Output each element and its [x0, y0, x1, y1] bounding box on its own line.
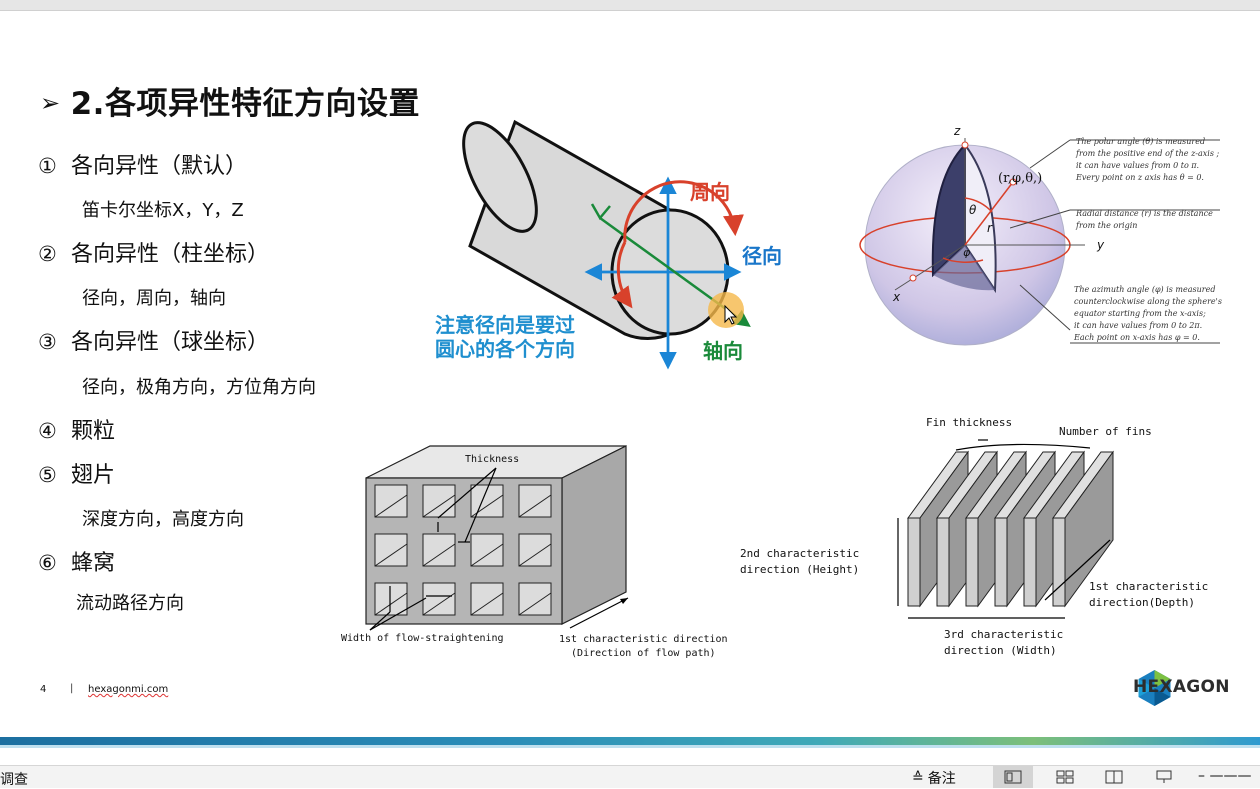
- list-item-fin-sub: 深度方向，高度方向: [82, 509, 244, 530]
- cylinder-label-circumferential: 周向: [690, 180, 730, 204]
- slide-title-text: 2.各项异性特征方向设置: [70, 86, 420, 122]
- list-item-spherical: ③ 各向异性（球坐标）: [38, 330, 270, 355]
- reading-view-button[interactable]: [1094, 766, 1134, 788]
- slideshow-button[interactable]: [1144, 766, 1184, 788]
- sphere-y-label: y: [1097, 238, 1105, 252]
- slideshow-icon: [1156, 770, 1172, 783]
- hexagon-logo-text: HEXAGON: [1133, 677, 1230, 697]
- list-item-fin: ⑤ 翅片: [38, 463, 116, 488]
- list-item-particle: ④ 颗粒: [38, 419, 116, 444]
- slide-title: ➢ 2.各项异性特征方向设置: [40, 78, 420, 123]
- cylinder-note: 注意径向是要过 圆心的各个方向: [435, 313, 575, 361]
- list-item-cylindrical-sub: 径向，周向，轴向: [82, 288, 226, 309]
- fins-diagram: [897, 439, 1114, 619]
- normal-view-icon: [1004, 770, 1022, 784]
- zoom-slider[interactable]: – ———: [1198, 768, 1252, 784]
- honeycomb-diagram: [365, 445, 629, 631]
- list-item-cylindrical: ② 各向异性（柱坐标）: [38, 242, 270, 267]
- list-item-default-sub: 笛卡尔坐标X，Y，Z: [82, 200, 244, 221]
- slide-sorter-button[interactable]: [1045, 766, 1085, 788]
- footer-light-bar: [0, 745, 1260, 748]
- sphere-point-label: (r,φ,θ,): [998, 171, 1043, 186]
- footer-url-link[interactable]: hexagonmi.com: [88, 684, 169, 695]
- window-top-bar: [0, 0, 1260, 11]
- circumferential-arrow: [623, 180, 744, 243]
- slide-canvas: [0, 11, 1260, 763]
- list-item-honeycomb: ⑥ 蜂窝: [38, 551, 116, 576]
- honeycomb-thickness-label: Thickness: [465, 454, 520, 465]
- fins-thickness-label: Fin thickness: [926, 416, 1013, 429]
- normal-view-button[interactable]: [993, 766, 1033, 788]
- notes-icon: ≙: [912, 770, 924, 786]
- status-bar: 调查 ≙ 备注 – ———: [0, 765, 1260, 788]
- hexagon-logo-icon: [1138, 670, 1171, 706]
- list-item-honeycomb-sub: 流动路径方向: [76, 593, 184, 614]
- bullet-arrow-icon: ➢: [40, 89, 61, 117]
- cylinder-label-axial: 轴向: [703, 339, 743, 363]
- fins-count-label: Number of fins: [1059, 425, 1152, 438]
- honeycomb-direction-label: 1st characteristic direction(Direction o…: [559, 634, 728, 659]
- page-number: 4: [40, 684, 47, 695]
- cylinder-label-radial: 径向: [742, 244, 782, 268]
- sphere-diagram: [859, 138, 1085, 346]
- slide-sorter-icon: [1056, 770, 1074, 784]
- sphere-annotation-lines: [1010, 139, 1220, 344]
- status-left-text: 调查: [0, 772, 28, 788]
- cylinder-diagram: [462, 119, 751, 370]
- sphere-x-label: x: [893, 290, 901, 304]
- footer-color-bar: [0, 737, 1260, 745]
- sphere-phi-label: φ: [963, 246, 971, 259]
- mouse-cursor-icon: [724, 304, 738, 325]
- sphere-r-label: r: [987, 221, 992, 235]
- notes-button[interactable]: ≙ 备注: [912, 768, 956, 788]
- footer-separator: |: [70, 683, 74, 694]
- honeycomb-width-label: Width of flow-straightening: [341, 633, 504, 644]
- list-item-default: ① 各向异性（默认）: [38, 154, 248, 179]
- sphere-theta-label: θ: [969, 203, 977, 217]
- reading-view-icon: [1105, 770, 1123, 784]
- notes-label: 备注: [927, 771, 956, 787]
- sphere-z-label: z: [954, 124, 961, 138]
- list-item-spherical-sub: 径向，极角方向，方位角方向: [82, 377, 316, 398]
